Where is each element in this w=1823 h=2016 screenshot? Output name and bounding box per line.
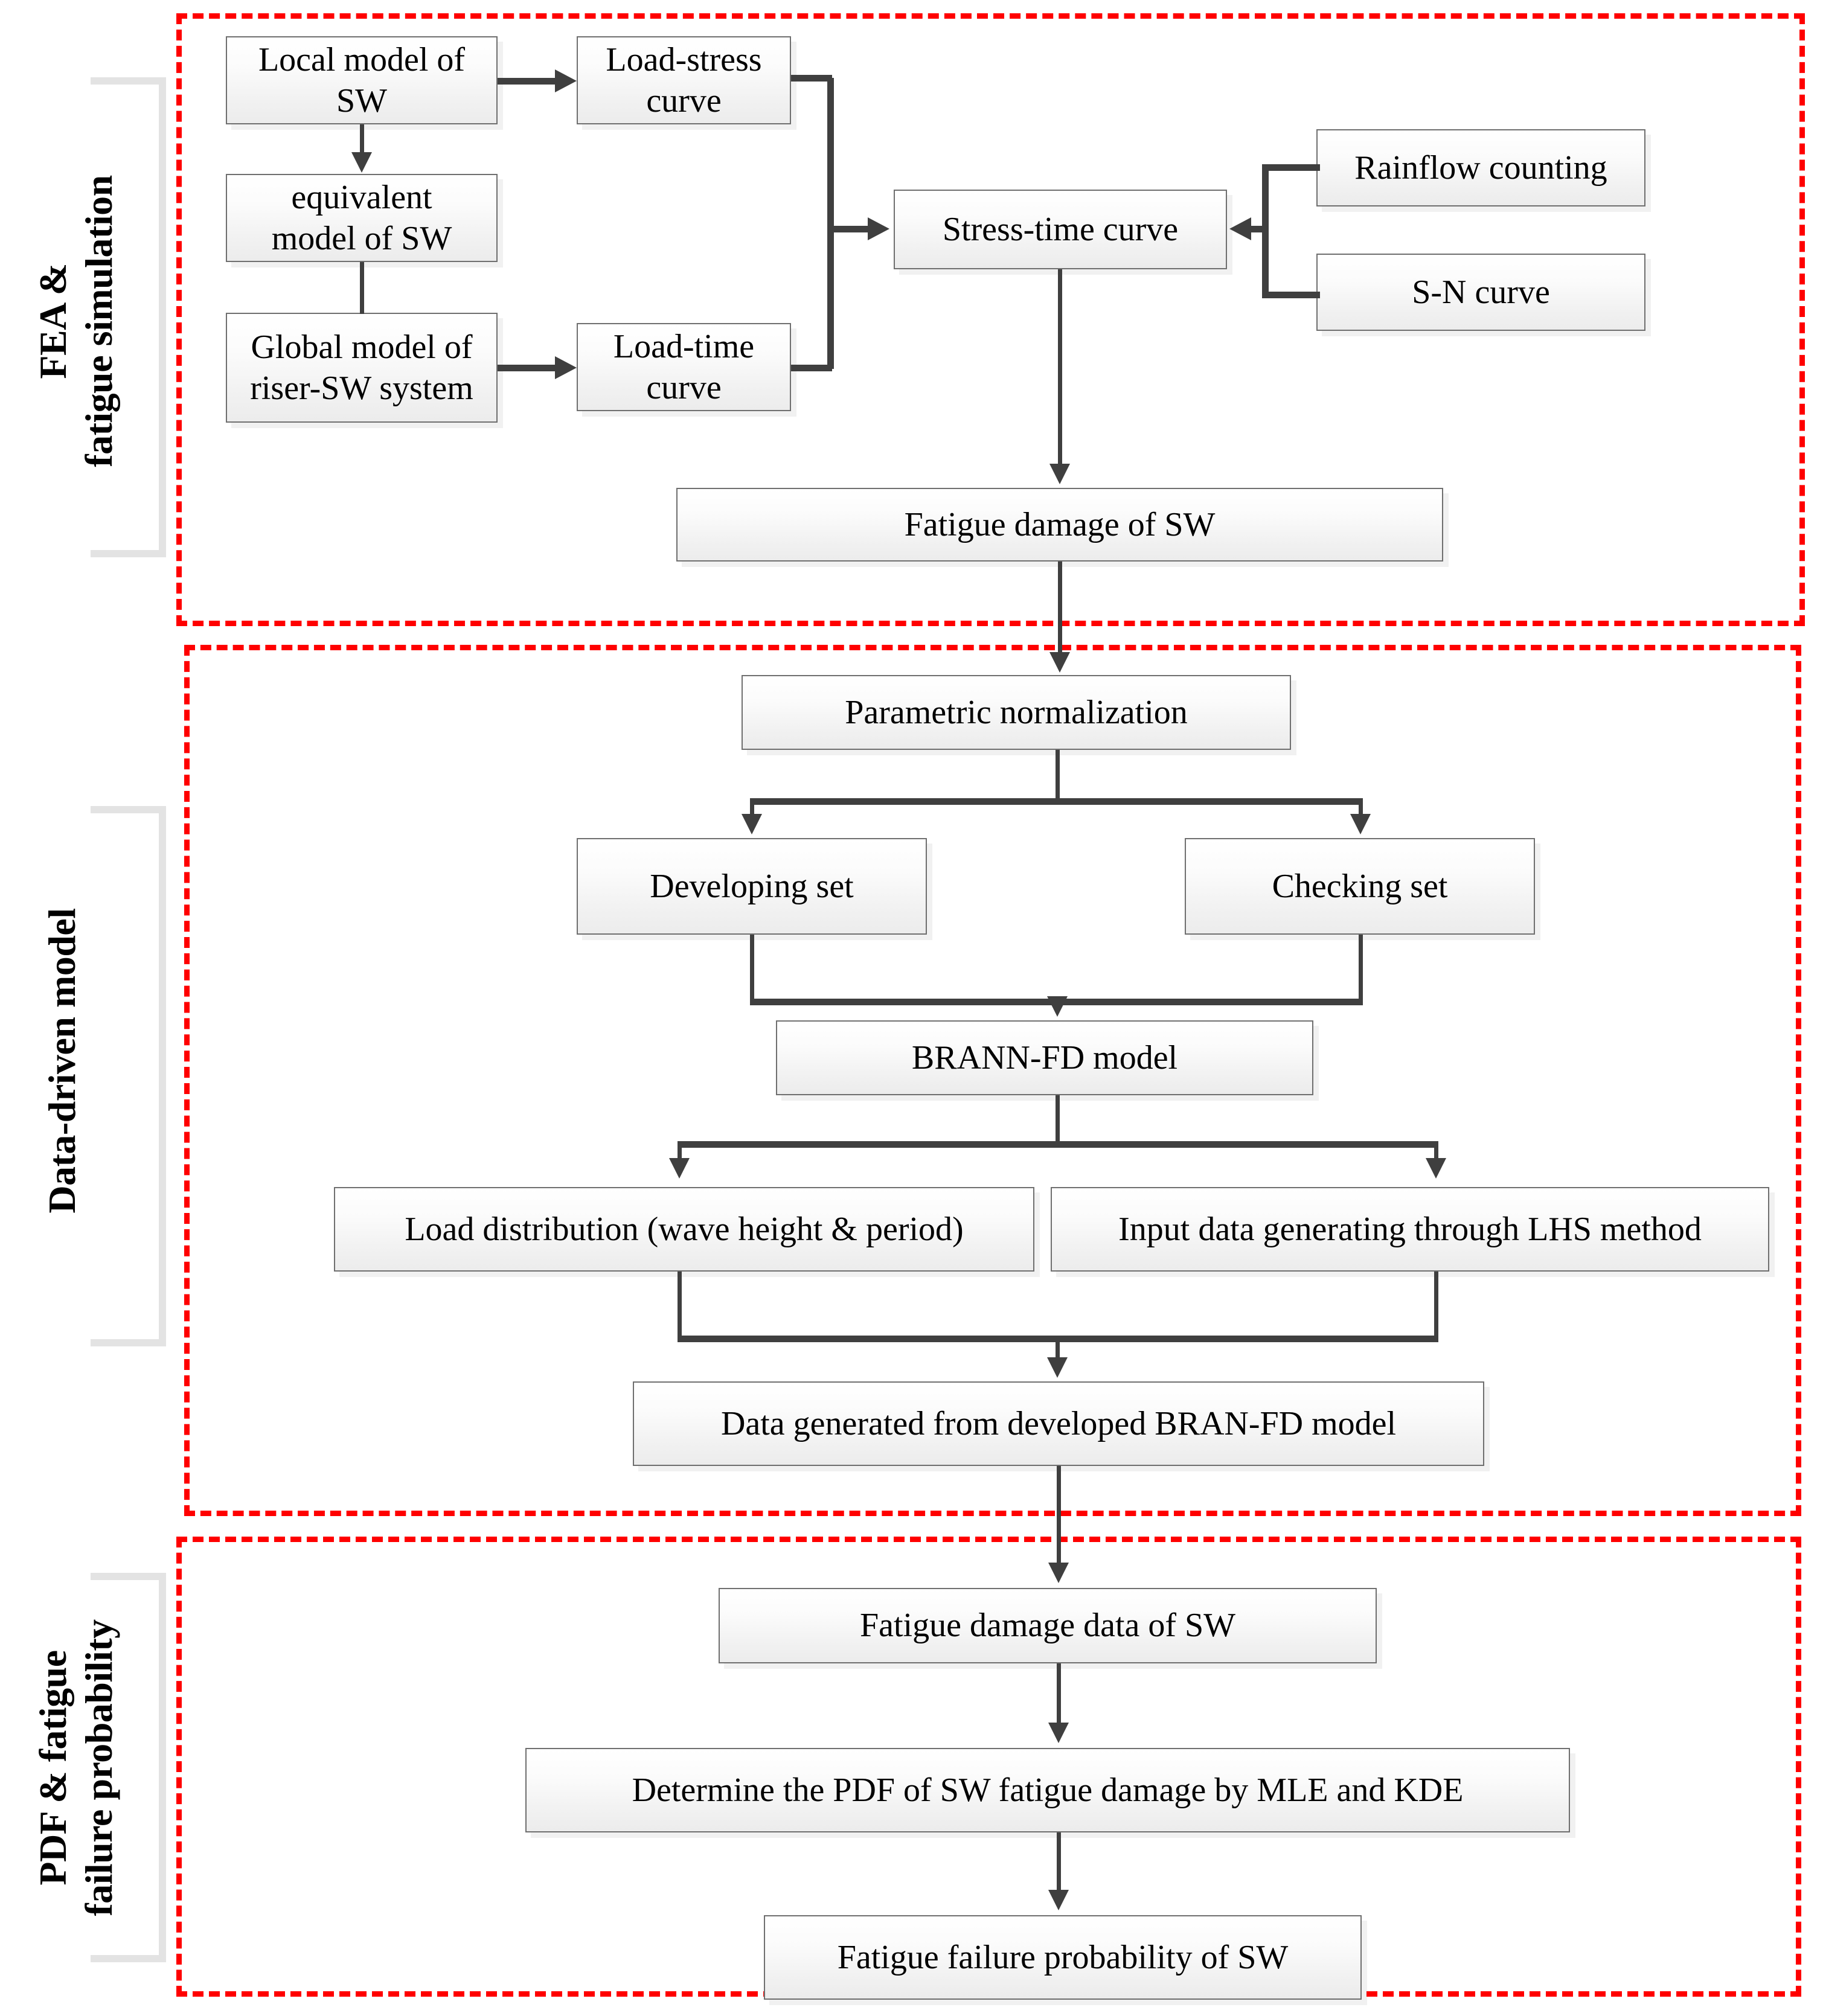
node-brann-fd-model[interactable]: BRANN-FD model — [776, 1020, 1313, 1095]
arrowhead-global-to-loadtime — [555, 356, 577, 379]
node-load-stress-curve[interactable]: Load-stress curve — [577, 36, 791, 124]
node-global-model-of-riser-sw-system[interactable]: Global model of riser-SW system — [226, 313, 498, 423]
connector-pdf-to-failureprob — [1057, 1832, 1061, 1893]
section-frame-data-driven-model — [184, 645, 1801, 1516]
connector-loadtime-elbow — [791, 365, 832, 371]
connector-split-left-down — [750, 798, 754, 816]
connector-loadstress-elbow — [791, 75, 832, 82]
node-local-model-of-sw[interactable]: Local model of SW — [226, 36, 498, 124]
connector-checking-down — [1359, 935, 1363, 1002]
connector-parametric-down — [1056, 750, 1060, 802]
node-load-time-curve[interactable]: Load-time curve — [577, 323, 791, 411]
arrowhead-split-to-checking — [1350, 814, 1371, 834]
connector-loadstress-down — [827, 78, 834, 369]
arrowhead-local-to-equivalent — [351, 152, 372, 173]
connector-merge-to-stresstime — [827, 226, 871, 232]
node-fatigue-damage-of-sw[interactable]: Fatigue damage of SW — [676, 488, 1443, 562]
connector-loaddist-down — [678, 1272, 682, 1339]
connector-local-to-loadstress — [498, 78, 557, 85]
bracket-data-driven-model — [91, 806, 166, 1346]
section-label-fea: FEA & fatigue simulation — [31, 175, 120, 467]
node-equivalent-model-of-sw[interactable]: equivalent model of SW — [226, 174, 498, 262]
bracket-fea — [91, 77, 166, 557]
connector-brann-split-right — [1434, 1141, 1438, 1160]
node-parametric-normalization[interactable]: Parametric normalization — [742, 675, 1291, 750]
arrowhead-stresstime-to-fatiguedamage — [1049, 464, 1070, 484]
node-data-generated-bran-fd[interactable]: Data generated from developed BRAN-FD mo… — [633, 1381, 1484, 1466]
connector-brann-split-left — [678, 1141, 682, 1160]
node-fatigue-damage-data-of-sw[interactable]: Fatigue damage data of SW — [719, 1588, 1377, 1663]
connector-merge-to-datagen — [1056, 1336, 1060, 1361]
connector-equivalent-to-global — [360, 262, 364, 314]
section-frame-fea — [176, 13, 1805, 626]
arrowhead-pdf-to-failureprob — [1048, 1890, 1069, 1910]
connector-local-to-equivalent — [360, 124, 364, 155]
arrowhead-local-to-loadstress — [555, 69, 577, 92]
section-label-pdf-failure-probability: PDF & fatigue failure probability — [31, 1619, 120, 1916]
connector-rainflow-elbow — [1262, 164, 1320, 171]
connector-lhs-down — [1434, 1272, 1438, 1339]
arrowhead-split-to-developing — [742, 814, 762, 834]
node-determine-pdf[interactable]: Determine the PDF of SW fatigue damage b… — [525, 1748, 1570, 1832]
node-input-data-lhs[interactable]: Input data generating through LHS method — [1051, 1187, 1769, 1272]
bracket-pdf-failure-probability — [91, 1573, 166, 1962]
connector-brann-split-bar — [678, 1141, 1438, 1148]
arrowhead-fatiguedamage-to-parametric — [1049, 652, 1070, 673]
node-rainflow-counting[interactable]: Rainflow counting — [1316, 129, 1645, 206]
arrowhead-datagen-to-fatiguedata — [1048, 1563, 1069, 1583]
connector-merge-to-stresstime-left — [1251, 226, 1268, 232]
arrowhead-merge-to-datagen — [1047, 1357, 1068, 1378]
section-label-data-driven-model: Data-driven model — [40, 908, 83, 1214]
connector-split-right-down — [1359, 798, 1363, 816]
connector-fatiguedata-to-pdf — [1057, 1663, 1061, 1725]
arrowhead-brann-to-loaddist — [669, 1158, 690, 1179]
node-sn-curve[interactable]: S-N curve — [1316, 254, 1645, 331]
node-load-distribution[interactable]: Load distribution (wave height & period) — [334, 1187, 1034, 1272]
arrowhead-merge-to-brann — [1047, 996, 1068, 1017]
node-fatigue-failure-probability-of-sw[interactable]: Fatigue failure probability of SW — [764, 1915, 1362, 2000]
arrowhead-fatiguedata-to-pdf — [1048, 1723, 1069, 1743]
node-checking-set[interactable]: Checking set — [1185, 838, 1535, 935]
connector-developing-down — [750, 935, 754, 1002]
node-developing-set[interactable]: Developing set — [577, 838, 927, 935]
connector-fatiguedamage-to-parametric — [1058, 562, 1062, 653]
connector-parametric-split-bar — [750, 798, 1363, 805]
node-stress-time-curve[interactable]: Stress-time curve — [894, 190, 1227, 269]
connector-datagen-to-fatiguedata — [1057, 1466, 1061, 1563]
connector-brann-down — [1056, 1095, 1060, 1145]
arrowhead-brann-to-lhs — [1426, 1158, 1446, 1179]
arrowhead-merge-to-stresstime-left — [1229, 217, 1251, 240]
connector-sn-elbow — [1262, 292, 1320, 298]
arrowhead-merge-to-stresstime — [868, 217, 889, 240]
connector-global-to-loadtime — [498, 365, 557, 371]
connector-stresstime-to-fatiguedamage — [1058, 269, 1062, 465]
